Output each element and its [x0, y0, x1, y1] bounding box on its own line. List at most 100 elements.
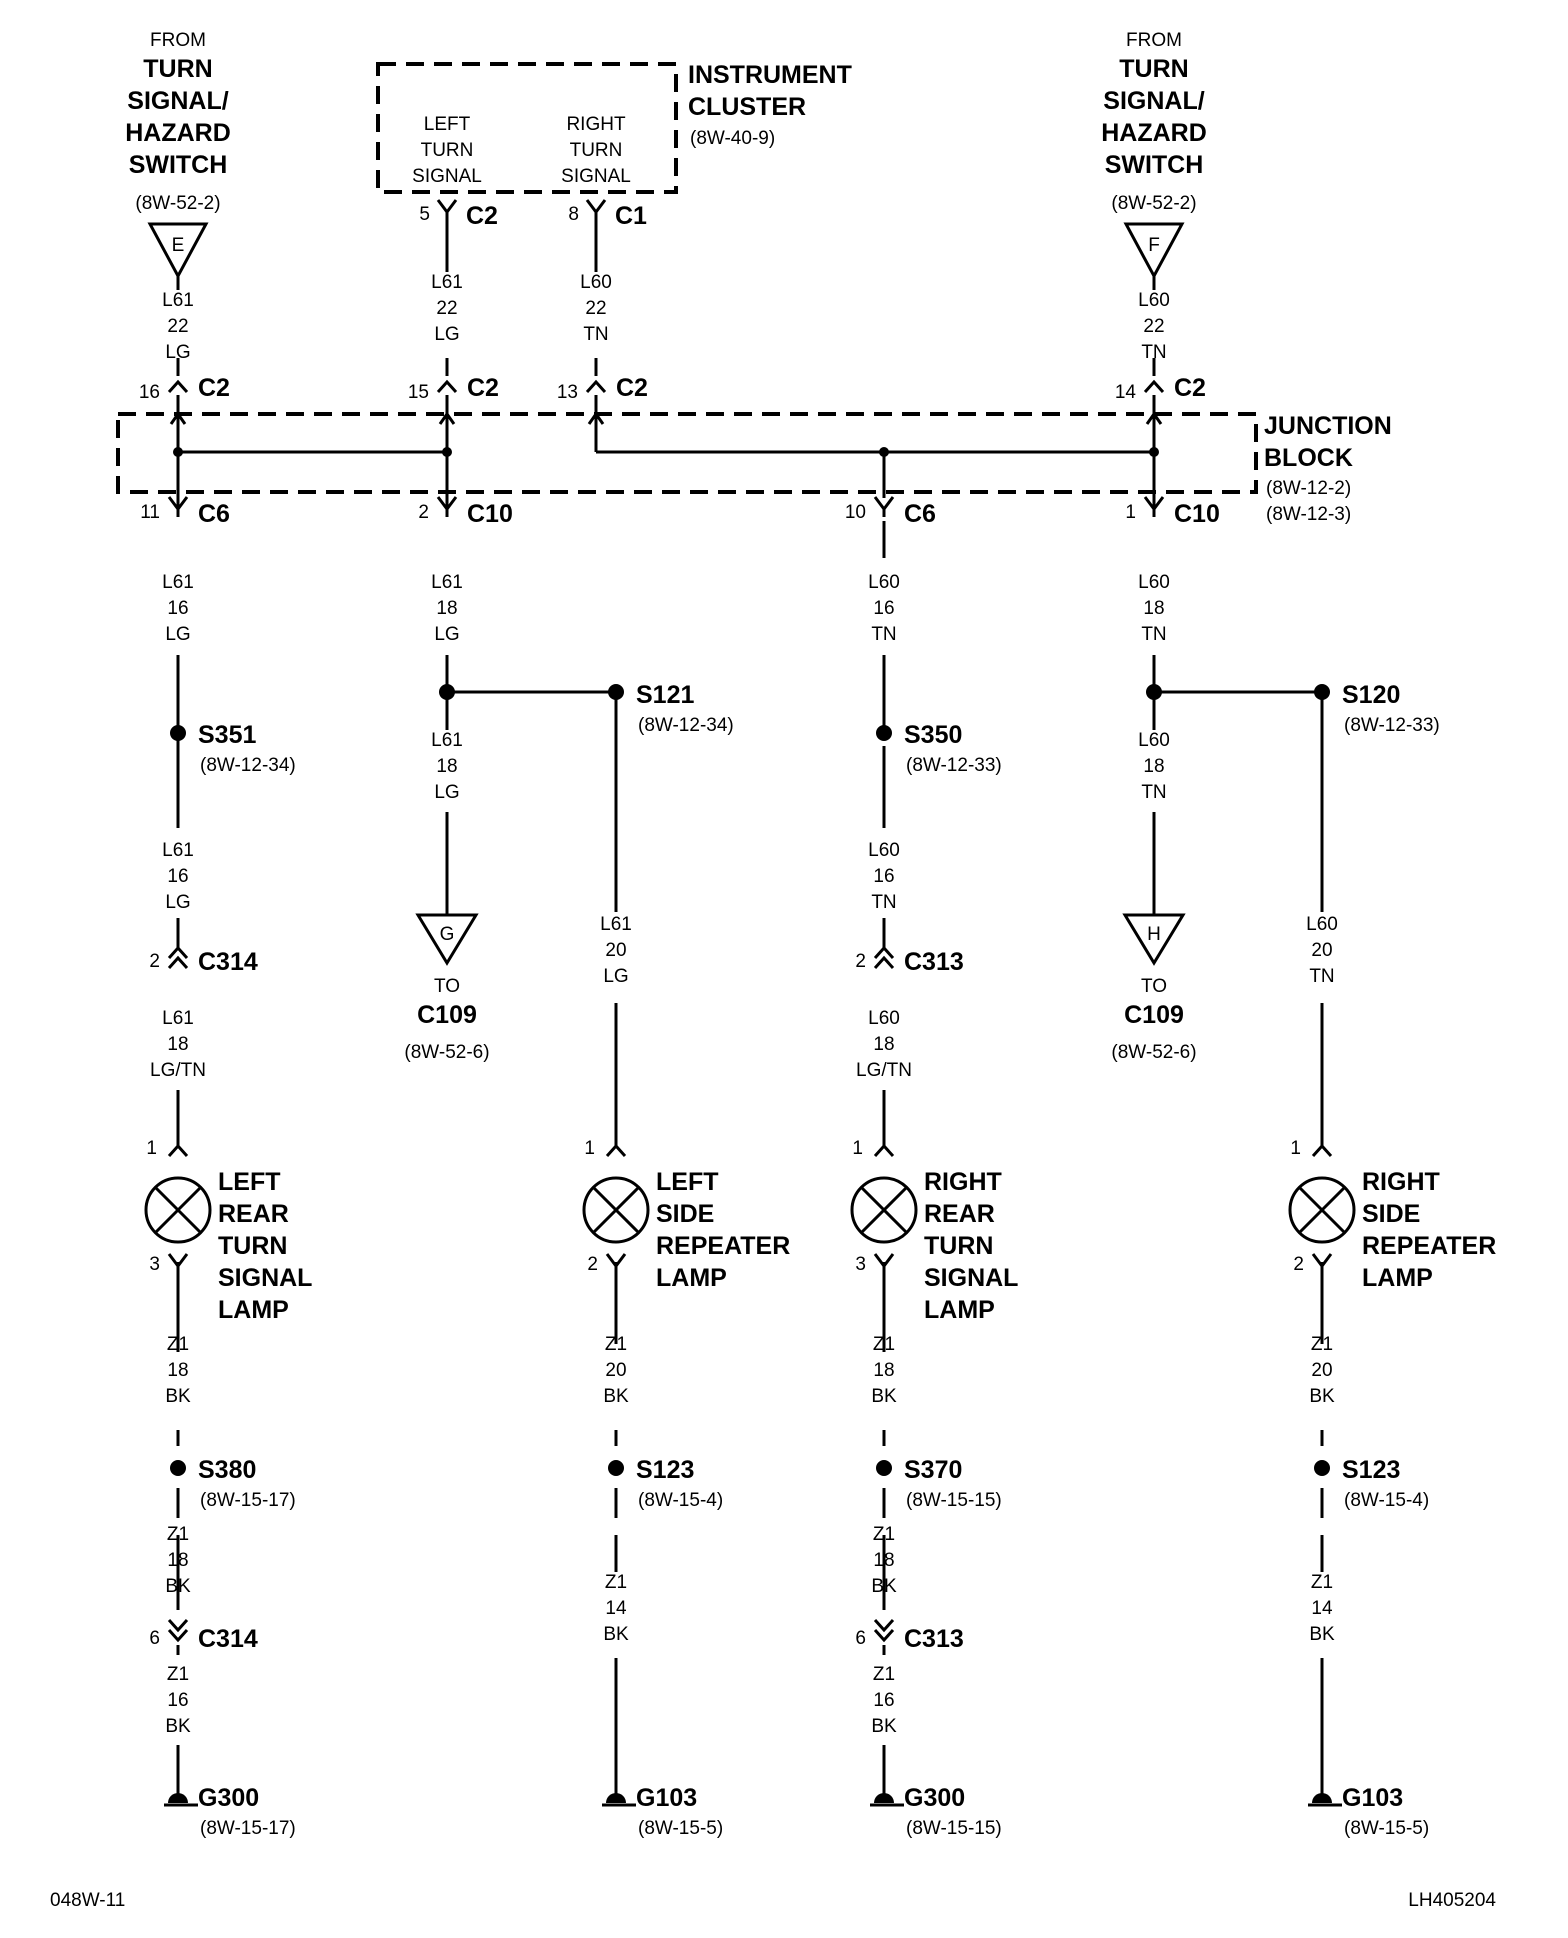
cluster-right-1: RIGHT — [566, 114, 626, 135]
conn-c313b-pin: 6 — [855, 1628, 866, 1649]
splice-dot-0 — [173, 447, 183, 457]
offpage-h-triangle — [1122, 913, 1186, 966]
jb-bot-pin-2: 2 — [418, 502, 429, 523]
term-inline-lower-b-1 — [873, 1628, 895, 1643]
lamp-rrt-name-5: LAMP — [924, 1296, 995, 1324]
conn-c314b-name: C314 — [198, 1625, 258, 1653]
ground-g103b-name: G103 — [1342, 1784, 1403, 1812]
instrument-cluster-box — [376, 62, 678, 194]
ground-g103-left-symbol — [602, 1793, 636, 1807]
junction-block-box — [116, 412, 1258, 494]
lamp-lsr-name-2: SIDE — [656, 1200, 714, 1228]
lamp-rsr-pin-out: 2 — [1293, 1254, 1304, 1275]
page-code: 048W-11 — [50, 1890, 125, 1911]
splice-dot-7 — [1314, 684, 1330, 700]
lamp-right-rear-symbol — [850, 1176, 918, 1244]
splice-dot-13 — [1314, 1460, 1330, 1476]
ground-symbols — [164, 1793, 1342, 1807]
lamp-rrt-name-2: REAR — [924, 1200, 995, 1228]
offpage-g-to: TO — [434, 976, 460, 997]
term-inline-lower-a-0 — [167, 1618, 189, 1633]
splice-s380-name: S380 — [198, 1456, 256, 1484]
switch-f-name-3: HAZARD — [1101, 119, 1207, 147]
switch-e-from: FROM — [150, 30, 206, 51]
term-jb-bot-2 — [873, 496, 895, 512]
ground-g103a-name: G103 — [636, 1784, 697, 1812]
cluster-right-2: TURN — [570, 140, 623, 161]
term-inline-upper-b-0 — [167, 955, 189, 970]
lamp-lrt-name-4: SIGNAL — [218, 1264, 312, 1292]
switch-f-from: FROM — [1126, 30, 1182, 51]
splice-s123b-name: S123 — [1342, 1456, 1400, 1484]
terminals — [167, 199, 1333, 1643]
lamp-lsr-name-1: LEFT — [656, 1168, 719, 1196]
term-inline-upper-a-0 — [167, 945, 189, 960]
term-jb-top-3 — [1143, 379, 1165, 394]
ground-g300a-name: G300 — [198, 1784, 259, 1812]
term-inline-lower-b-0 — [167, 1628, 189, 1643]
term-lamp-in-1 — [605, 1143, 627, 1158]
cluster-left-1: LEFT — [424, 114, 471, 135]
lamp-rsr-name-3: REPEATER — [1362, 1232, 1496, 1260]
lamp-lsr-name-4: LAMP — [656, 1264, 727, 1292]
term-lamp-out-0 — [167, 1253, 189, 1269]
term-jb-top-0 — [167, 379, 189, 394]
jb-top-pin-13: 13 — [557, 382, 578, 403]
conn-c314b-pin: 6 — [149, 1628, 160, 1649]
wire-lines — [176, 216, 1324, 1796]
splice-s370-ref: (8W-15-15) — [906, 1490, 1002, 1511]
switch-e-name-2: SIGNAL/ — [127, 87, 228, 115]
lamp-rrt-name-3: TURN — [924, 1232, 993, 1260]
offpage-g-ref: (8W-52-6) — [404, 1042, 489, 1063]
term-jb-top-2 — [585, 379, 607, 394]
cluster-right-conn: C1 — [615, 202, 647, 230]
splice-s350-ref: (8W-12-33) — [906, 755, 1002, 776]
switch-e-triangle — [147, 222, 209, 280]
term-inline-upper-b-1 — [873, 955, 895, 970]
junction-internal-arrows — [169, 411, 1163, 425]
offpage-triangles — [147, 222, 1186, 966]
offpage-g-conn: C109 — [417, 1001, 477, 1029]
splice-s120-ref: (8W-12-33) — [1344, 715, 1440, 736]
ground-g300b-name: G300 — [904, 1784, 965, 1812]
switch-f-name-2: SIGNAL/ — [1103, 87, 1204, 115]
cluster-left-2: TURN — [421, 140, 474, 161]
lamp-lrt-name-1: LEFT — [218, 1168, 281, 1196]
splice-dot-5 — [608, 684, 624, 700]
term-lamp-out-2 — [873, 1253, 895, 1269]
conn-c314a-pin: 2 — [149, 951, 160, 972]
cluster-left-pin: 5 — [419, 204, 430, 225]
lamp-right-side-symbol — [1288, 1176, 1356, 1244]
splice-s121-name: S121 — [636, 681, 694, 709]
jb-bot-conn-4: C10 — [1174, 500, 1220, 528]
splice-dot-6 — [1146, 684, 1162, 700]
term-cluster-c2 — [436, 199, 458, 215]
lamp-rrt-name-4: SIGNAL — [924, 1264, 1018, 1292]
lamp-rsr-name-2: SIDE — [1362, 1200, 1420, 1228]
switch-e-name-3: HAZARD — [125, 119, 231, 147]
ground-g300a-ref: (8W-15-17) — [200, 1818, 296, 1839]
term-jb-top-1 — [436, 379, 458, 394]
term-inline-upper-a-1 — [873, 945, 895, 960]
junction-name-2: BLOCK — [1264, 444, 1353, 472]
lamp-lrt-name-5: LAMP — [218, 1296, 289, 1324]
lamp-rsr-pin-in: 1 — [1290, 1138, 1301, 1159]
lamp-lsr-name-3: REPEATER — [656, 1232, 790, 1260]
cluster-ref: (8W-40-9) — [690, 128, 775, 149]
offpage-g-triangle — [415, 913, 479, 966]
ground-g300-left-symbol — [164, 1793, 198, 1807]
splice-dot-4 — [439, 684, 455, 700]
jb-bot-conn-2: C10 — [467, 500, 513, 528]
